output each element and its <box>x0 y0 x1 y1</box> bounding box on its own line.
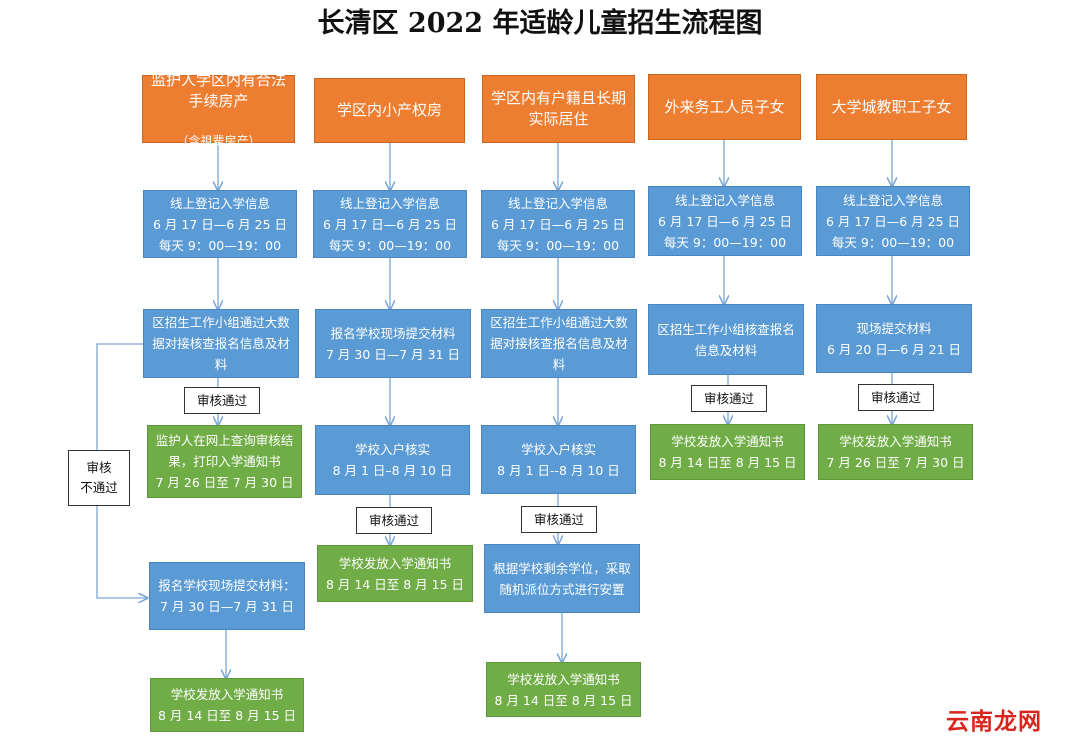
c2-home-check-box: 学校入户核实 8 月 1 日–8 月 10 日 <box>315 425 470 495</box>
c1-verify-box: 区招生工作小组通过大数据对接核查报名信息及材料 <box>143 309 299 378</box>
online-register-box-2: 线上登记入学信息 6 月 17 日—6 月 25 日 每天 9：00—19：00 <box>313 190 467 258</box>
c3-home-check-box: 学校入户核实 8 月 1 日--8 月 10 日 <box>481 425 636 494</box>
page-title: 长清区 2022 年适龄儿童招生流程图 <box>317 8 763 39</box>
category-box-4: 外来务工人员子女 <box>648 74 801 140</box>
c3-notice-box: 学校发放入学通知书 8 月 14 日至 8 月 15 日 <box>486 662 641 717</box>
category-1-label: 监护人学区内有合法手续房产 <box>150 70 286 110</box>
c1-pass-label: 审核通过 <box>184 387 260 414</box>
c5-pass-label: 审核通过 <box>858 384 934 411</box>
watermark-logo: 云南龙网 <box>946 708 1042 735</box>
c3-verify-box: 区招生工作小组通过大数据对接核查报名信息及材料 <box>481 309 637 378</box>
online-register-box-1: 线上登记入学信息 6 月 17 日—6 月 25 日 每天 9：00—19：00 <box>143 190 297 258</box>
c1-result-box: 监护人在网上查询审核结果，打印入学通知书 7 月 26 日至 7 月 30 日 <box>147 425 302 498</box>
category-box-2: 学区内小产权房 <box>314 78 465 143</box>
c4-pass-label: 审核通过 <box>691 385 767 412</box>
category-1-sub: （含祖辈房产） <box>176 133 261 148</box>
category-box-5: 大学城教职工子女 <box>816 74 967 140</box>
c4-notice-box: 学校发放入学通知书 8 月 14 日至 8 月 15 日 <box>650 424 805 480</box>
c1-submit-box: 报名学校现场提交材料：7 月 30 日—7 月 31 日 <box>149 562 305 630</box>
c2-notice-box: 学校发放入学通知书 8 月 14 日至 8 月 15 日 <box>317 545 473 602</box>
online-register-box-5: 线上登记入学信息 6 月 17 日—6 月 25 日 每天 9：00—19：00 <box>816 186 970 256</box>
c3-lottery-box: 根据学校剩余学位，采取随机派位方式进行安置 <box>484 544 640 613</box>
c2-submit-box: 报名学校现场提交材料 7 月 30 日—7 月 31 日 <box>315 309 471 378</box>
category-box-3: 学区内有户籍且长期实际居住 <box>482 75 635 143</box>
online-register-box-3: 线上登记入学信息 6 月 17 日—6 月 25 日 每天 9：00—19：00 <box>481 190 635 258</box>
c1-notice-box: 学校发放入学通知书 8 月 14 日至 8 月 15 日 <box>150 678 304 732</box>
c2-pass-label: 审核通过 <box>356 507 432 534</box>
online-register-box-4: 线上登记入学信息 6 月 17 日—6 月 25 日 每天 9：00—19：00 <box>648 186 802 256</box>
c1-fail-label: 审核 不通过 <box>68 450 130 506</box>
c4-verify-box: 区招生工作小组核查报名信息及材料 <box>648 304 804 375</box>
c5-notice-box: 学校发放入学通知书 7 月 26 日至 7 月 30 日 <box>818 424 973 480</box>
category-box-1: 监护人学区内有合法手续房产 （含祖辈房产） <box>142 71 295 148</box>
c5-submit-box: 现场提交材料 6 月 20 日—6 月 21 日 <box>816 304 972 373</box>
c3-pass-label: 审核通过 <box>521 506 597 533</box>
